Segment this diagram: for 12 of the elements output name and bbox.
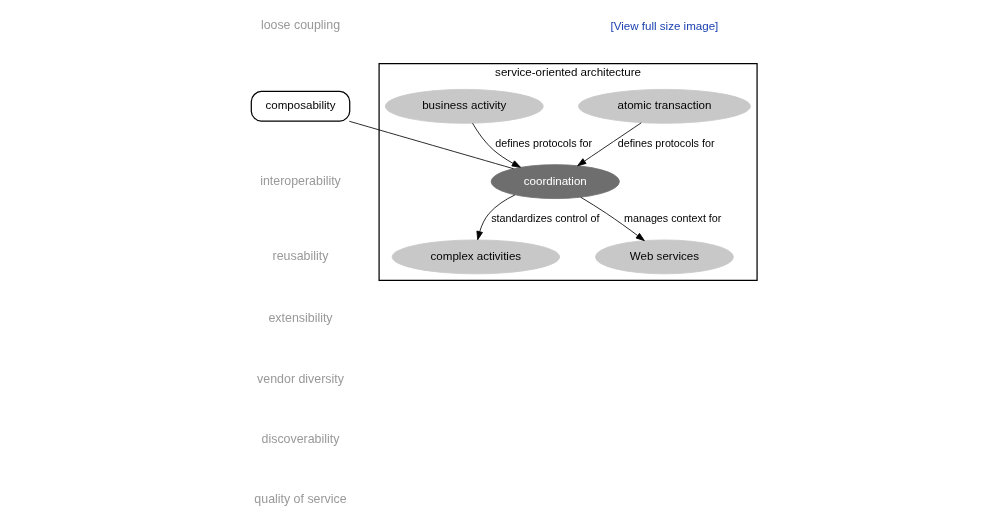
edge-label: defines protocols for [617, 136, 714, 149]
label: quality of service [253, 492, 347, 507]
edge-label: defines protocols for [494, 136, 592, 149]
edge-label: manages context for [623, 212, 721, 225]
label: loose coupling [260, 18, 340, 33]
label: discoverability [261, 432, 339, 446]
edge-label: standardizes control of [490, 212, 599, 225]
label: extensibility [267, 311, 333, 326]
label: reusability [272, 248, 328, 263]
label: interoperability [259, 173, 341, 188]
label: [View full size image] [610, 19, 718, 32]
label: vendor diversity [256, 371, 344, 386]
